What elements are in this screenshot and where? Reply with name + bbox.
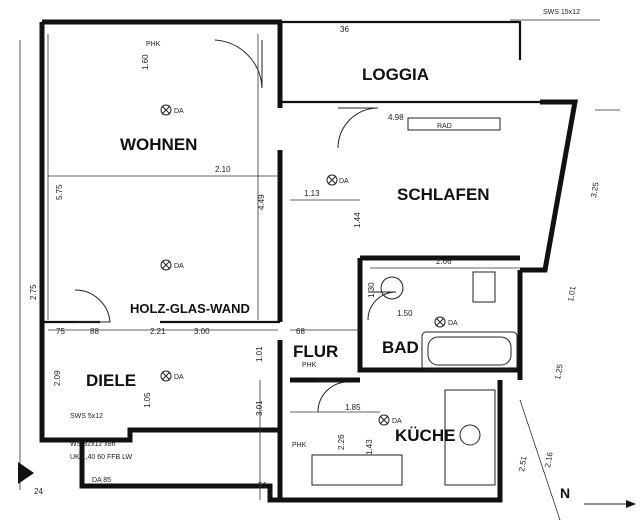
- light-schlafen: [326, 174, 338, 186]
- dim-275: 2.75: [29, 284, 38, 300]
- dim-36: 36: [340, 25, 349, 34]
- dim-101: 1.01: [255, 346, 264, 362]
- door-wohnen-loggia: [214, 39, 263, 89]
- room-label-holz-glas-wand: HOLZ-GLAS-WAND: [130, 301, 250, 316]
- dim-216: 2.16: [543, 451, 555, 468]
- dim-105: 1.05: [143, 392, 152, 408]
- dim-24: 24: [34, 487, 43, 496]
- wall-flur-kueche: [277, 340, 360, 500]
- light-wohnen-2: [160, 259, 172, 271]
- dim-113: 1.13: [304, 189, 320, 198]
- label-da-diele-85: DA 85: [92, 477, 111, 484]
- dim-325: 3.25: [589, 181, 601, 198]
- label-rad: RAD: [437, 123, 452, 130]
- room-label-wohnen: WOHNEN: [120, 135, 197, 154]
- dim-185: 1.85: [345, 403, 361, 412]
- dim-266: 2.66: [436, 257, 452, 266]
- room-label-loggia: LOGGIA: [362, 65, 429, 84]
- room-label-bad: BAD: [382, 338, 419, 357]
- room-label-flur: FLUR: [293, 342, 338, 361]
- door-diele-wohnen: [74, 289, 111, 323]
- bathtub-inner: [427, 336, 512, 366]
- sink-bad: [380, 276, 404, 300]
- walls: [39, 19, 578, 503]
- label-phk-kueche: PHK: [292, 442, 307, 449]
- radiator-schlafen: [407, 117, 501, 131]
- label-phk-top: PHK: [146, 41, 161, 48]
- north-arrow: N: [560, 485, 636, 508]
- dim-685: 68: [296, 327, 305, 336]
- dim-75: 75: [56, 327, 65, 336]
- dim-1255: 1.25: [553, 363, 565, 380]
- dim-160: 1.60: [141, 54, 150, 70]
- label-da-diele: DA: [174, 374, 184, 381]
- light-wohnen: [160, 104, 172, 116]
- label-da-kueche: DA: [392, 418, 402, 425]
- dim-575: 5.75: [55, 184, 64, 200]
- dim-301: 3.01: [255, 400, 264, 416]
- dim-143: 1.43: [365, 439, 374, 455]
- wall-bad: [357, 258, 523, 380]
- label-da-bad: DA: [448, 320, 458, 327]
- dim-144: 1.44: [353, 212, 362, 228]
- door-bad: [367, 291, 397, 321]
- wall-diele-bottom: [42, 427, 280, 443]
- dim-226: 2.26: [337, 434, 346, 450]
- label-phk-flur: PHK: [302, 362, 317, 369]
- loggia-wall: [282, 20, 540, 104]
- room-label-diele: DIELE: [86, 371, 136, 390]
- kitchen-stove: [311, 454, 403, 486]
- dim-251: 2.51: [517, 455, 529, 472]
- dim-210: 2.10: [215, 165, 231, 174]
- dim-51: 51: [258, 481, 267, 490]
- door-kueche: [317, 381, 349, 413]
- dimension-lines: [19, 19, 620, 521]
- north-arrow-head-icon: [626, 500, 636, 508]
- dim-1015: 1.01: [566, 285, 578, 302]
- dim-449: 4.49: [257, 194, 266, 210]
- room-label-kueche: KÜCHE: [395, 426, 455, 445]
- north-label: N: [560, 485, 570, 501]
- label-da-wohnen-2: DA: [174, 263, 184, 270]
- light-diele: [160, 370, 172, 382]
- bathtub: [421, 331, 518, 371]
- door-schlafen: [337, 107, 379, 149]
- label-da-wohnen: DA: [174, 108, 184, 115]
- dim-221: 2.21: [150, 327, 166, 336]
- dim-209: 2.09: [53, 370, 62, 386]
- wc: [472, 271, 496, 303]
- label-sws-top: SWS 15x12: [543, 9, 580, 16]
- light-kueche: [378, 414, 390, 426]
- dim-300: 3.00: [194, 327, 210, 336]
- dim-885: 88: [90, 327, 99, 336]
- dim-150: 1.50: [397, 309, 413, 318]
- outer-wall-schlafen-right: [520, 99, 578, 273]
- dim-130: 1.30: [367, 282, 376, 298]
- label-sws-diele: SWS 5x12: [70, 413, 103, 420]
- kitchen-sink: [459, 424, 481, 446]
- dim-498: 4.98: [388, 113, 404, 122]
- label-da-schlafen: DA: [339, 178, 349, 185]
- label-ws-diele: WS 32x12 x86: [70, 441, 116, 448]
- room-label-schlafen: SCHLAFEN: [397, 185, 490, 204]
- label-uk-diele: UK 1,40 60 FFB LW: [70, 454, 133, 461]
- entrance-arrow-icon: [18, 462, 34, 484]
- ceiling-lights: [160, 104, 446, 426]
- kitchen-counter: [444, 389, 496, 486]
- light-bad: [434, 316, 446, 328]
- doors: [74, 39, 397, 413]
- fixtures: [311, 117, 518, 486]
